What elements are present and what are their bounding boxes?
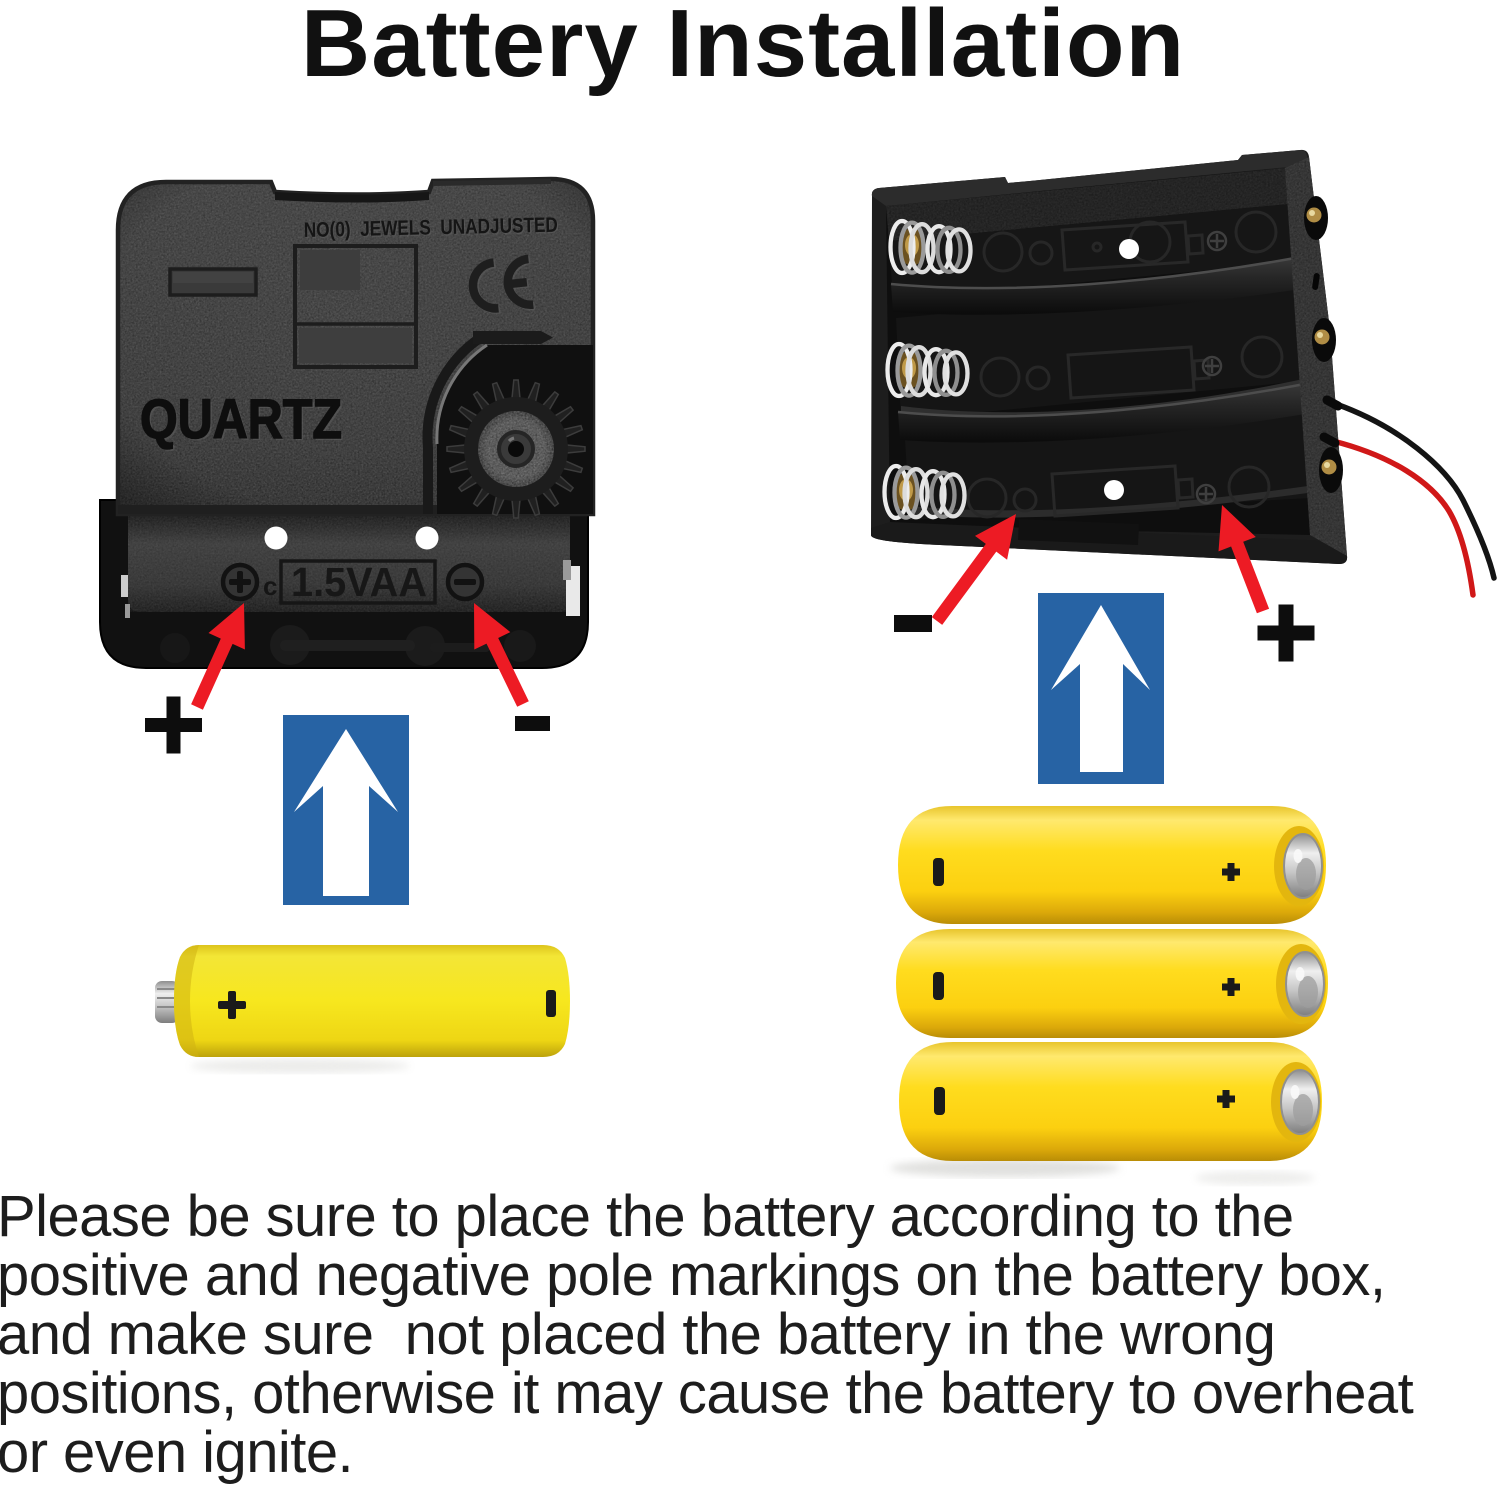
svg-text:c: c <box>263 571 277 601</box>
svg-text:QUARTZ: QUARTZ <box>140 387 342 450</box>
svg-text:QUARTZ: QUARTZ <box>142 389 344 452</box>
svg-text:1.5VAA: 1.5VAA <box>291 559 427 605</box>
svg-text:NO(0) JEWELS UNADJUSTED: NO(0) JEWELS UNADJUSTED <box>304 214 558 242</box>
svg-text:NO(0) JEWELS UNADJUSTED: NO(0) JEWELS UNADJUSTED <box>305 215 559 243</box>
